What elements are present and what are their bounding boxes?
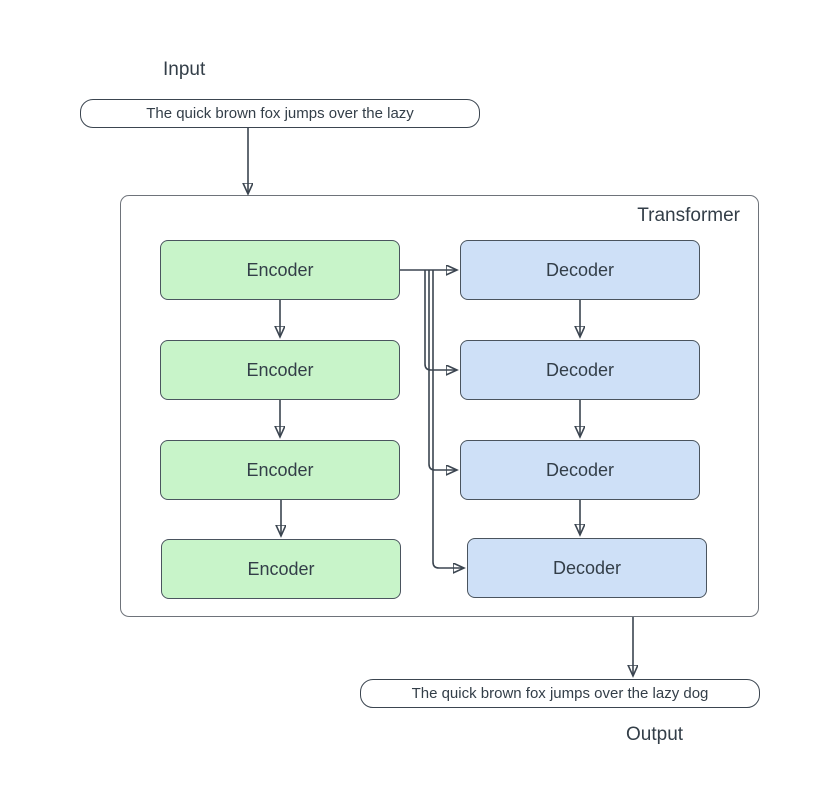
encoder-box-3: Encoder	[160, 440, 400, 500]
decoder-label: Decoder	[552, 557, 622, 578]
encoder-label: Encoder	[246, 359, 314, 380]
decoder-label: Decoder	[545, 259, 615, 280]
encoder-box-2: Encoder	[160, 340, 400, 400]
encoder-label: Encoder	[246, 259, 314, 280]
input-text: The quick brown fox jumps over the lazy	[146, 105, 414, 122]
decoder-box-2: Decoder	[460, 340, 700, 400]
encoder-label: Encoder	[247, 558, 315, 579]
output-label: Output	[626, 724, 684, 745]
encoder-label: Encoder	[246, 459, 314, 480]
decoder-box-1: Decoder	[460, 240, 700, 300]
decoder-box-4: Decoder	[467, 538, 707, 598]
output-text-box: The quick brown fox jumps over the lazy …	[360, 679, 760, 708]
transformer-label: Transformer	[637, 205, 740, 226]
output-text: The quick brown fox jumps over the lazy …	[411, 685, 709, 702]
decoder-label: Decoder	[545, 359, 615, 380]
input-label: Input	[163, 59, 206, 80]
decoder-label: Decoder	[545, 459, 615, 480]
decoder-box-3: Decoder	[460, 440, 700, 500]
encoder-box-1: Encoder	[160, 240, 400, 300]
input-text-box: The quick brown fox jumps over the lazy	[80, 99, 480, 128]
encoder-box-4: Encoder	[161, 539, 401, 599]
